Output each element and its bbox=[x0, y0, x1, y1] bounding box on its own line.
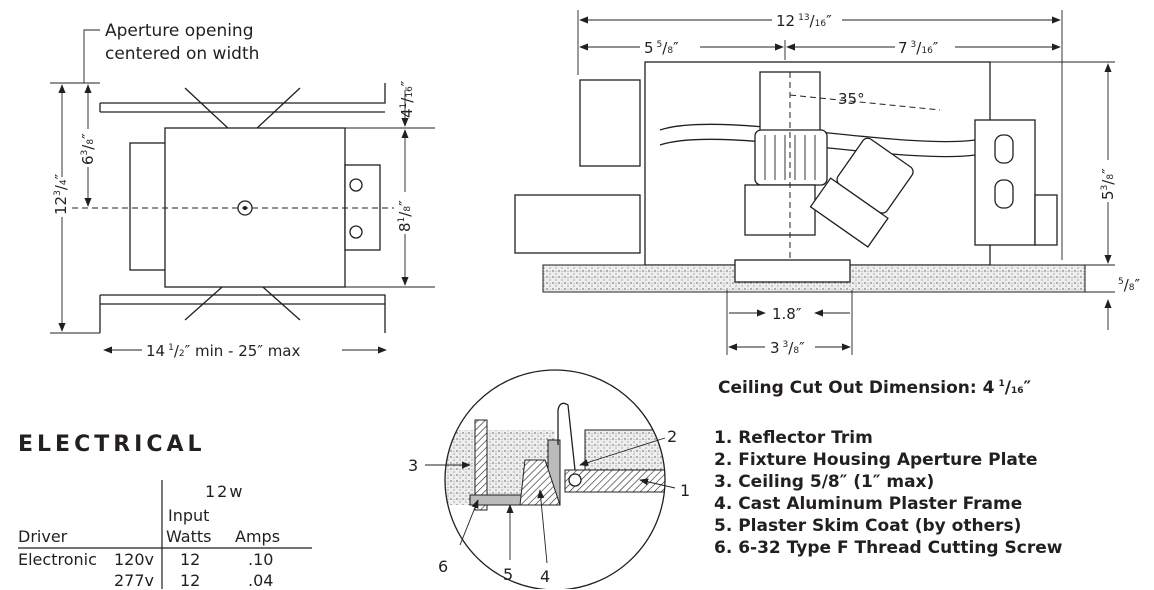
dim-ceiling-thickness: 5/8″ bbox=[1118, 276, 1141, 294]
row-watts: 12 bbox=[180, 550, 201, 569]
knockout bbox=[349, 225, 363, 239]
dim-housing-length: 81/8″ bbox=[394, 192, 414, 234]
tilted-lamp bbox=[809, 137, 914, 248]
col-amps: Amps bbox=[235, 527, 281, 546]
wattage-header: 12w bbox=[205, 482, 245, 501]
row-voltage: 120v bbox=[114, 550, 155, 569]
svg-text:41/16″: 41/16″ bbox=[398, 80, 416, 118]
dim-height: 53/8″ bbox=[1097, 160, 1117, 202]
trim bbox=[734, 259, 851, 283]
aperture-leader bbox=[83, 29, 100, 83]
row-driver: Electronic bbox=[18, 550, 97, 569]
driver-box bbox=[579, 79, 641, 167]
tilt-angle: 35° bbox=[838, 90, 865, 108]
dim-top-offset: 41/16″ bbox=[398, 80, 416, 118]
row-amps: .04 bbox=[248, 571, 274, 590]
dim-aperture: 1.8″ bbox=[772, 305, 802, 323]
row-amps: .10 bbox=[248, 550, 274, 569]
legend-item: 3. Ceiling 5/8″ (1″ max) bbox=[714, 472, 934, 492]
driver-box bbox=[129, 142, 169, 271]
row-voltage: 277v bbox=[114, 571, 155, 590]
mount-bracket bbox=[744, 184, 816, 236]
aperture-note-line2: centered on width bbox=[105, 44, 259, 64]
legend-item: 1. Reflector Trim bbox=[714, 428, 873, 448]
row-watts: 12 bbox=[180, 571, 201, 590]
callout-2: 2 bbox=[667, 427, 677, 446]
col-driver: Driver bbox=[18, 527, 68, 546]
side-bracket bbox=[514, 194, 641, 254]
electrical-title: ELECTRICAL bbox=[18, 432, 206, 457]
legend-item: 2. Fixture Housing Aperture Plate bbox=[714, 450, 1038, 470]
legend-item: 4. Cast Aluminum Plaster Frame bbox=[714, 494, 1022, 514]
callout-1: 1 bbox=[680, 481, 690, 500]
bottom-hanger-bar bbox=[99, 294, 386, 333]
callout-5: 5 bbox=[503, 565, 513, 584]
svg-text:63/8″: 63/8″ bbox=[79, 133, 97, 165]
aperture-note-line1: Aperture opening bbox=[105, 21, 254, 41]
top-hanger-bar bbox=[99, 83, 386, 113]
col-input-1: Input bbox=[168, 506, 210, 525]
knockout bbox=[349, 178, 363, 192]
col-input-2: Watts bbox=[166, 527, 212, 546]
callout-3: 3 bbox=[408, 456, 418, 475]
heatsink bbox=[754, 129, 828, 186]
callout-6: 6 bbox=[438, 557, 448, 576]
top-view: Aperture opening centered on width 123/4… bbox=[50, 21, 435, 360]
hanger-clips bbox=[184, 87, 301, 321]
svg-text:81/8″: 81/8″ bbox=[396, 200, 414, 232]
svg-text:53/8″: 53/8″ bbox=[1099, 168, 1117, 200]
section-detail: 3 2 1 6 5 4 bbox=[408, 369, 690, 589]
legend-item: 5. Plaster Skim Coat (by others) bbox=[714, 516, 1021, 536]
legend-item: 6. 6-32 Type F Thread Cutting Screw bbox=[714, 538, 1063, 558]
dim-overall-length: 123/4″ bbox=[50, 173, 70, 217]
callout-4: 4 bbox=[540, 567, 550, 586]
parts-legend: 1. Reflector Trim 2. Fixture Housing Ape… bbox=[714, 428, 1063, 558]
dim-half-length: 63/8″ bbox=[77, 129, 97, 167]
